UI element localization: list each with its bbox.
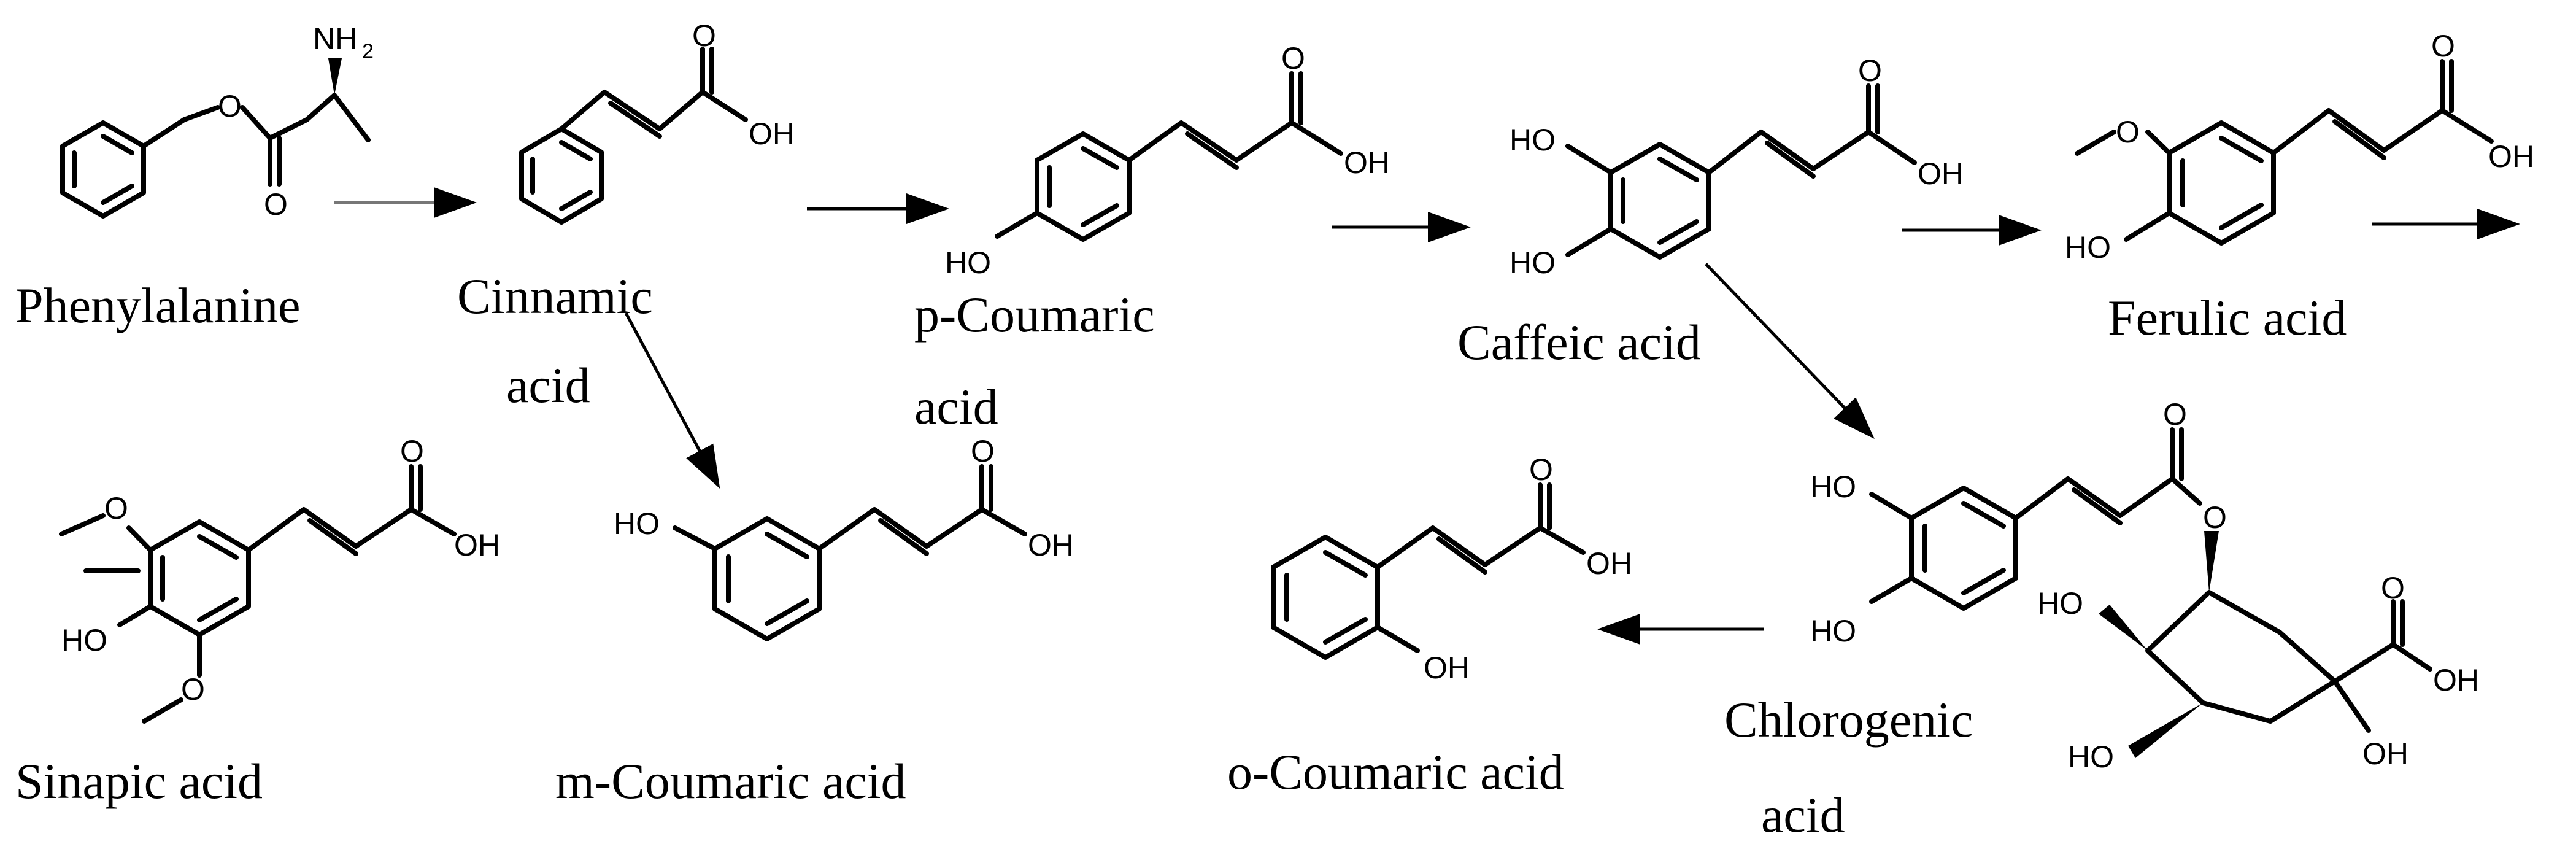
caffeic-ho-bottom: HO xyxy=(1510,246,1556,280)
p-coumaric-carbonyl-o: O xyxy=(1281,41,1305,76)
chlorogenic-quinic-oh: OH xyxy=(2362,737,2408,771)
o-coumaric-side-chain xyxy=(1375,482,1586,575)
caffeic-carbonyl-o: O xyxy=(1858,53,1882,88)
caffeic-side-chain xyxy=(1706,83,1917,179)
m-coumaric-oh: OH xyxy=(1028,528,1074,562)
chlorogenic-ho-top: HO xyxy=(1810,470,1856,504)
sinapic-methoxy-bonds xyxy=(59,513,202,724)
cinnamic-carbonyl-o: O xyxy=(692,18,716,53)
sinapic-methoxy-o-top: O xyxy=(104,491,128,525)
ferulic-methoxy-bonds xyxy=(2075,130,2172,242)
chlorogenic-ho-bottom: HO xyxy=(1810,614,1856,648)
p-coumaric-label-line2: acid xyxy=(914,379,998,435)
phenylalanine-carbonyl xyxy=(268,136,282,187)
o-coumaric-ring-inner xyxy=(1284,550,1368,645)
caffeic-ho-top: HO xyxy=(1510,123,1556,157)
cinnamic-side-chain xyxy=(559,47,748,139)
phenylalanine-label: Phenylalanine xyxy=(15,277,301,333)
ferulic-ho: HO xyxy=(2065,230,2111,265)
ferulic-methoxy-o: O xyxy=(2116,115,2140,149)
o-coumaric-hydroxyl-bond xyxy=(1375,625,1420,653)
ferulic-oh: OH xyxy=(2488,139,2534,174)
sinapic-carbonyl-o: O xyxy=(400,434,424,468)
m-coumaric-hydroxyl-bond xyxy=(673,525,717,551)
chlorogenic-ring-inner xyxy=(1922,501,2006,595)
phenylalanine-nh2: NH xyxy=(313,21,357,56)
cinnamic-ring-inner xyxy=(530,140,593,211)
chlorogenic-ester-wedge xyxy=(2204,531,2219,592)
sinapic-methoxy-o-bottom: O xyxy=(181,672,205,707)
o-coumaric-carbonyl-o: O xyxy=(1529,452,1553,487)
o-coumaric-label: o-Coumaric acid xyxy=(1227,744,1564,800)
arrow-cinnamic-to-m-coumaric xyxy=(624,312,720,489)
sinapic-ho: HO xyxy=(61,623,107,657)
chlorogenic-ester-o: O xyxy=(2203,500,2227,535)
m-coumaric-side-chain xyxy=(817,464,1027,556)
cinnamic-oh: OH xyxy=(749,117,795,151)
cinnamic-acid-structure: O OH xyxy=(519,18,795,225)
cinnamic-ring xyxy=(519,126,604,225)
chlorogenic-label-line2: acid xyxy=(1761,787,1845,843)
chlorogenic-quinic-substituents xyxy=(2332,599,2432,733)
p-coumaric-acid-structure: O OH HO xyxy=(945,41,1390,280)
ferulic-ring-inner xyxy=(2180,136,2264,230)
chlorogenic-quinic-ring xyxy=(2145,590,2337,724)
ferulic-carbonyl-o: O xyxy=(2431,29,2455,63)
caffeic-hydroxyl-bonds xyxy=(1565,144,1613,257)
m-coumaric-carbonyl-o: O xyxy=(971,434,995,468)
phenylalanine-structure: O O NH 2 xyxy=(60,21,374,222)
sinapic-ring-inner xyxy=(160,534,239,622)
ferulic-label: Ferulic acid xyxy=(2108,290,2347,346)
sinapic-oh: OH xyxy=(454,528,500,562)
chlorogenic-side-chain xyxy=(2013,427,2202,525)
caffeic-acid-structure: O OH HO HO xyxy=(1510,53,1964,280)
phenylalanine-ester-o: O xyxy=(218,89,242,123)
m-coumaric-ring-inner xyxy=(726,532,809,626)
phenylalanine-ester-chain xyxy=(141,93,371,149)
arrow-caffeic-to-chlorogenic xyxy=(1705,263,1875,440)
caffeic-oh: OH xyxy=(1918,157,1964,191)
p-coumaric-ring-inner xyxy=(1047,146,1119,227)
m-coumaric-ho: HO xyxy=(614,506,660,541)
cinnamic-label-line1: Cinnamic xyxy=(457,268,653,324)
chlorogenic-quinic-ho-1: HO xyxy=(2037,586,2083,621)
phenylalanine-ring-inner xyxy=(72,134,134,205)
chlorogenic-hydroxyl-wedge-2 xyxy=(2128,703,2203,758)
phenylalanine-carbonyl-o: O xyxy=(264,187,288,222)
p-coumaric-hydroxyl-bond xyxy=(995,211,1039,239)
ferulic-side-chain xyxy=(2271,59,2494,160)
chlorogenic-hydroxyl-bonds xyxy=(1869,492,1914,604)
caffeic-label: Caffeic acid xyxy=(1457,314,1701,370)
chlorogenic-acid-oh: OH xyxy=(2433,663,2479,697)
caffeic-ring-inner xyxy=(1621,157,1699,245)
ferulic-acid-structure: O O OH HO xyxy=(2065,29,2534,265)
p-coumaric-side-chain xyxy=(1127,71,1343,170)
chlorogenic-carbonyl-o: O xyxy=(2163,397,2187,432)
sinapic-side-chain xyxy=(246,464,457,556)
cinnamic-label-line2: acid xyxy=(506,357,590,413)
m-coumaric-label: m-Coumaric acid xyxy=(555,753,906,809)
o-coumaric-oh-ring: OH xyxy=(1424,651,1470,685)
chlorogenic-hydroxyl-wedge-1 xyxy=(2099,605,2148,651)
o-coumaric-acid-structure: O OH OH xyxy=(1271,452,1632,685)
chlorogenic-quinic-ho-2: HO xyxy=(2068,740,2114,774)
m-coumaric-acid-structure: O OH HO xyxy=(614,434,1074,641)
sinapic-label: Sinapic acid xyxy=(15,753,263,809)
chlorogenic-label-line1: Chlorogenic xyxy=(1724,692,1973,748)
p-coumaric-oh: OH xyxy=(1344,145,1390,180)
sinapic-acid-structure: O O O OH HO xyxy=(59,434,500,724)
chlorogenic-acid-carbonyl-o: O xyxy=(2381,571,2405,605)
phenylalanine-nh2-sub: 2 xyxy=(362,40,374,63)
chlorogenic-acid-structure: O O HO HO O OH OH HO HO xyxy=(1810,397,2479,774)
p-coumaric-ho: HO xyxy=(945,246,991,280)
phenylalanine-amine-wedge xyxy=(328,58,342,95)
p-coumaric-label-line1: p-Coumaric xyxy=(914,287,1155,343)
o-coumaric-oh: OH xyxy=(1586,546,1632,581)
